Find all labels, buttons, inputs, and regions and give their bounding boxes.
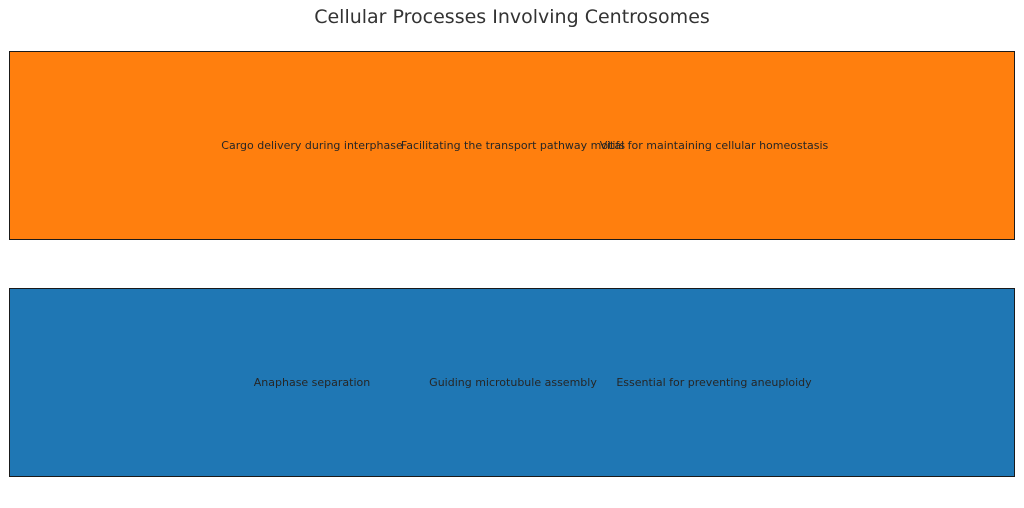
mitosis-process-band: Anaphase separation Guiding microtubule … [9, 288, 1015, 477]
band-label: Essential for preventing aneuploidy [616, 375, 812, 389]
diagram-title: Cellular Processes Involving Centrosomes [314, 6, 710, 28]
band-label: Guiding microtubule assembly [429, 375, 597, 389]
band-label: Cargo delivery during interphase [221, 138, 403, 152]
band-label: Facilitating the transport pathway motif… [400, 138, 626, 152]
band-label: Vital for maintaining cellular homeostas… [599, 138, 829, 152]
band-label: Anaphase separation [253, 375, 371, 389]
interphase-process-band: Cargo delivery during interphase Facilit… [9, 51, 1015, 240]
